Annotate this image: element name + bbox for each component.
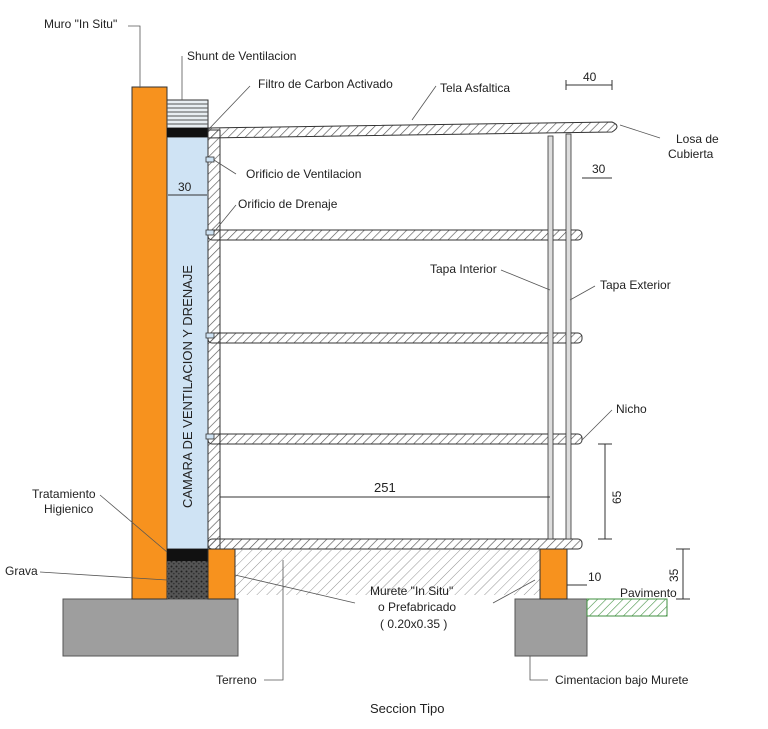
dim-251: 251: [374, 480, 396, 495]
dim-30-top: 30: [592, 162, 606, 176]
outer-lid: [565, 133, 572, 540]
label-murete-1: Murete "In Situ": [370, 584, 453, 598]
right-foundation: [514, 598, 588, 657]
label-shunt: Shunt de Ventilacion: [187, 49, 296, 63]
dim-30-left: 30: [178, 180, 192, 194]
label-tapa-exterior: Tapa Exterior: [600, 278, 671, 292]
caption: Seccion Tipo: [370, 701, 444, 716]
label-nicho: Nicho: [616, 402, 647, 416]
left-foundation: [62, 598, 239, 657]
dim-65: 65: [610, 490, 624, 504]
label-tela: Tela Asfaltica: [440, 81, 510, 95]
gravel: [167, 561, 208, 599]
dimension-lines: [168, 80, 690, 600]
left-murete: [207, 548, 236, 600]
ventilation-shunt: [166, 99, 209, 129]
label-losa-2: Cubierta: [668, 147, 714, 161]
label-murete-3: ( 0.20x0.35 ): [380, 617, 447, 631]
hygienic-treatment: [167, 549, 208, 561]
label-tratamiento-2: Higienico: [44, 502, 94, 516]
carbon-filter: [167, 128, 208, 137]
label-tratamiento-1: Tratamiento: [32, 487, 96, 501]
label-orificio-vent: Orificio de Ventilacion: [246, 167, 361, 181]
label-camara: CAMARA DE VENTILACION Y DRENAJE: [180, 265, 195, 508]
label-terreno: Terreno: [216, 673, 257, 687]
shelf-1: [207, 229, 583, 241]
label-losa-1: Losa de: [676, 132, 719, 146]
ventilation-chamber: [166, 136, 209, 550]
shelf-4: [207, 538, 583, 550]
label-orificio-dren: Orificio de Drenaje: [238, 197, 338, 211]
inner-lid: [547, 135, 554, 540]
terrain: [235, 550, 545, 595]
label-murete-2: o Prefabricado: [378, 600, 456, 614]
dim-35: 35: [667, 568, 681, 582]
drain-orifices: [205, 156, 215, 440]
label-grava: Grava: [5, 564, 38, 578]
pavement: [586, 598, 668, 617]
dim-40: 40: [583, 70, 597, 84]
shelf-3: [207, 433, 583, 445]
label-cimentacion: Cimentacion bajo Murete: [555, 673, 689, 687]
label-filtro: Filtro de Carbon Activado: [258, 77, 393, 91]
label-tapa-interior: Tapa Interior: [430, 262, 497, 276]
label-pavimento: Pavimento: [620, 586, 677, 600]
main-wall: [131, 86, 168, 600]
dim-10: 10: [588, 570, 602, 584]
roof-slab: [207, 121, 618, 139]
shelf-2: [207, 332, 583, 344]
label-muro-in-situ: Muro "In Situ": [44, 17, 117, 31]
leader-lines: [39, 25, 661, 681]
right-murete: [539, 548, 568, 600]
